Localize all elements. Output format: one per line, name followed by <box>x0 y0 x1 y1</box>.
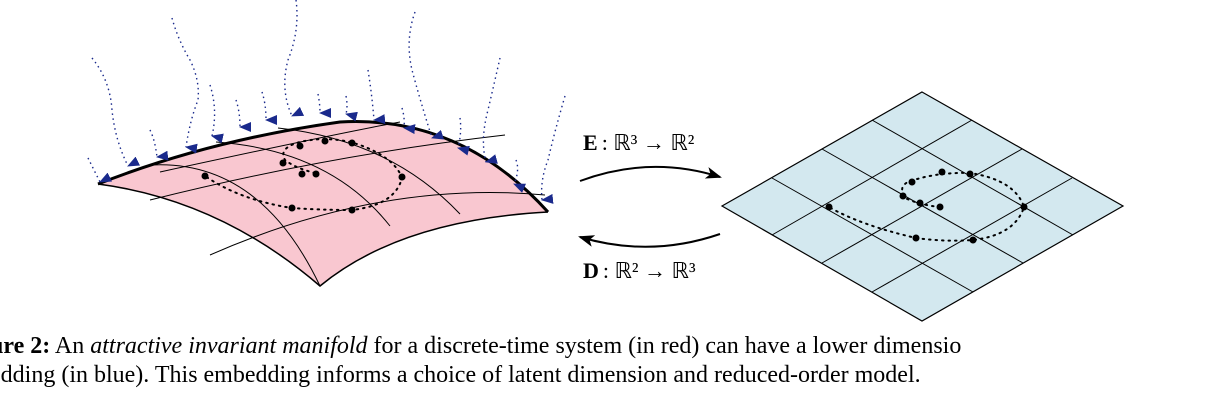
embedding-grid <box>771 119 1074 293</box>
caption-line-2: bedding (in blue). This embedding inform… <box>0 362 921 388</box>
figure-caption: gure 2: An attractive invariant manifold… <box>0 332 1215 390</box>
caption-text-before-em: An <box>50 333 91 359</box>
decoder-symbol: D <box>583 258 599 283</box>
latent-embedding <box>720 91 1125 322</box>
encoder-arrow <box>579 165 722 182</box>
decoder-map: D: ℝ² → ℝ³ <box>578 233 721 283</box>
manifold-bottom-edges <box>97 183 549 287</box>
manifold-surface <box>98 121 548 287</box>
manifold-trajectory-points <box>201 137 406 214</box>
embedding-trajectory-points <box>825 168 1028 244</box>
caption-prefix: gure 2: <box>0 333 51 359</box>
attracting-trajectories <box>87 0 566 204</box>
decoder-label: D: ℝ² → ℝ³ <box>583 258 696 283</box>
invariant-manifold <box>87 0 566 287</box>
encoder-mapping: : ℝ³ → ℝ² <box>602 130 695 155</box>
encoder-symbol: E <box>583 130 598 155</box>
caption-emphasis: attractive invariant manifold <box>90 333 368 359</box>
encoder-map: E: ℝ³ → ℝ² <box>579 130 722 182</box>
caption-text-after-em: for a discrete-time system (in red) can … <box>367 333 962 359</box>
encoder-label: E: ℝ³ → ℝ² <box>583 130 695 155</box>
caption-line-1: gure 2: An attractive invariant manifold… <box>0 332 1215 361</box>
decoder-arrow <box>578 233 721 248</box>
decoder-mapping: : ℝ² → ℝ³ <box>603 258 696 283</box>
